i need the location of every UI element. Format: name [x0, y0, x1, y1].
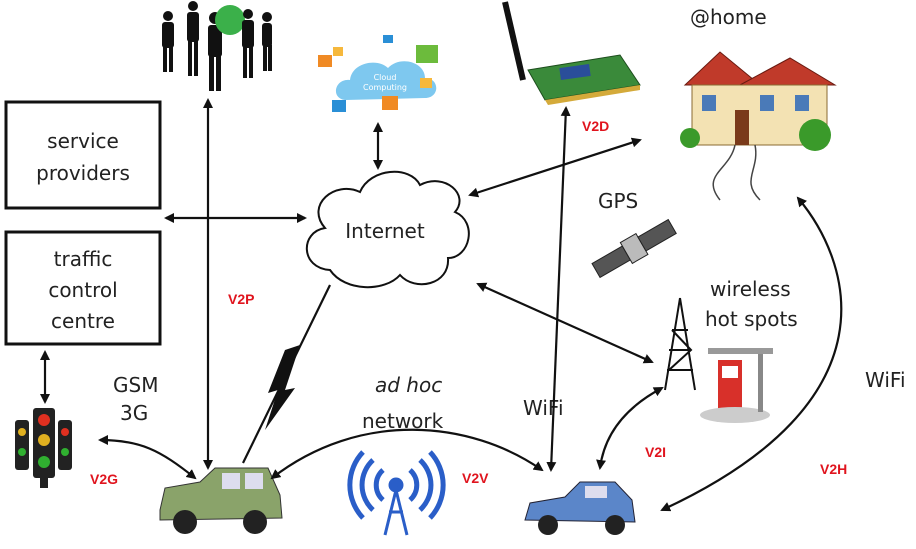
traffic-control-label-3: centre — [51, 309, 115, 333]
internet-label: Internet — [345, 219, 425, 243]
traffic-light-icon — [15, 408, 72, 488]
home-label: @home — [690, 5, 767, 29]
wifi-right-label: WiFi — [865, 368, 906, 392]
wifi-center-label: WiFi — [523, 396, 564, 420]
internet-cloud: Internet — [305, 170, 470, 289]
traffic-control-label-2: control — [48, 278, 117, 302]
connection-arrows — [40, 98, 843, 512]
lightning-icon — [265, 345, 300, 430]
traffic-control-label-1: traffic — [54, 247, 113, 271]
v2g-label: V2G — [90, 471, 118, 487]
satellite-icon — [591, 218, 677, 279]
v2d-label: V2D — [582, 118, 609, 134]
house-icon — [680, 51, 837, 201]
wireless-card-icon — [502, 1, 641, 105]
v2h-label: V2H — [820, 461, 847, 477]
people-icon — [162, 1, 272, 91]
v2p-label: V2P — [228, 291, 254, 307]
gps-label: GPS — [598, 189, 638, 213]
traffic-control-centre-box: traffic control centre — [4, 230, 162, 346]
adhoc-label: ad hoc — [375, 373, 442, 397]
hotspots-label-2: hot spots — [705, 307, 798, 331]
hotspots-label-1: wireless — [710, 277, 791, 301]
cell-tower-icon — [664, 297, 696, 391]
gsm-label: GSM — [113, 373, 158, 397]
cloud-computing-text-2: Computing — [363, 83, 407, 92]
jeep-icon — [159, 467, 283, 534]
cloud-computing-text-1: Cloud — [374, 73, 397, 82]
wifi-antenna-icon — [347, 450, 446, 536]
3g-label: 3G — [120, 401, 148, 425]
v2v-label: V2V — [462, 470, 489, 486]
v2i-label: V2I — [645, 444, 666, 460]
service-providers-box: service providers — [4, 100, 162, 210]
gas-station-icon — [700, 348, 773, 423]
service-providers-label-2: providers — [36, 161, 130, 185]
cloud-computing-icon: Cloud Computing — [318, 35, 438, 112]
car-icon — [524, 481, 636, 535]
service-providers-label-1: service — [47, 129, 119, 153]
